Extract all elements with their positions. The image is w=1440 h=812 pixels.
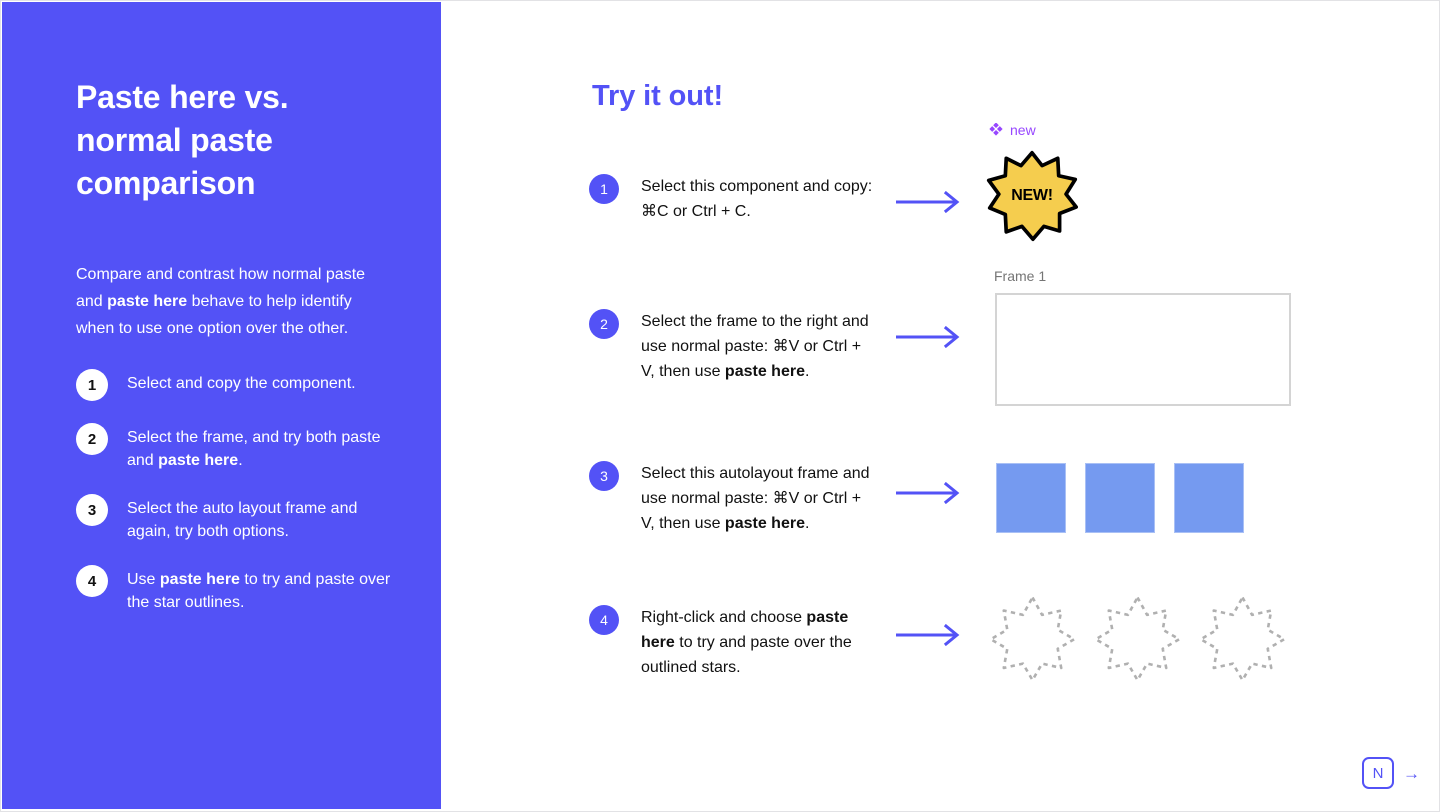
arrow-right-icon xyxy=(896,482,960,504)
task-number-badge: 2 xyxy=(589,309,619,339)
task-number-badge: 3 xyxy=(589,461,619,491)
next-slide-hint[interactable]: N → xyxy=(1362,757,1420,789)
task-text: Select this autolayout frame and use nor… xyxy=(641,461,876,536)
frame-label[interactable]: Frame 1 xyxy=(994,268,1047,284)
main-panel: Try it out! 1 Select this component and … xyxy=(441,2,1438,809)
page-title: Paste here vs. normal paste comparison xyxy=(76,79,289,201)
task-text: Right-click and choose paste here to try… xyxy=(641,605,876,680)
sidebar-description-part2: behave to help identify when to use one … xyxy=(76,293,352,337)
step-number-badge: 1 xyxy=(76,369,108,401)
task-row-3: 3 Select this autolayout frame and use n… xyxy=(589,461,876,536)
key-n-button[interactable]: N xyxy=(1362,757,1394,789)
autolayout-frame[interactable] xyxy=(996,463,1244,533)
step-number-badge: 4 xyxy=(76,565,108,597)
step-number-badge: 2 xyxy=(76,423,108,455)
task-number-badge: 4 xyxy=(589,605,619,635)
sidebar-step-text: Select the frame, and try both paste and… xyxy=(127,422,396,472)
task-text-bold: paste here xyxy=(724,515,805,532)
empty-frame[interactable] xyxy=(995,293,1291,406)
step-text-before: Use xyxy=(127,571,160,588)
step-text-before: Select the auto layout frame and again, … xyxy=(127,500,358,540)
task-text-before: Right-click and choose xyxy=(641,609,807,626)
step-text-after: . xyxy=(238,452,243,469)
step-text-after: to try and paste over the star outlines. xyxy=(127,571,391,611)
sidebar-step-3: 3 Select the auto layout frame and again… xyxy=(76,493,396,543)
task-text-after: . xyxy=(804,515,810,532)
sidebar-step-1: 1 Select and copy the component. xyxy=(76,368,396,401)
task-row-2: 2 Select the frame to the right and use … xyxy=(589,309,876,384)
sidebar-description-part1: Compare and contrast how normal paste an… xyxy=(76,266,366,310)
dashed-star-icon[interactable] xyxy=(989,594,1076,681)
dashed-star-icon[interactable] xyxy=(1094,594,1181,681)
arrow-right-icon xyxy=(896,326,960,348)
arrow-right-icon xyxy=(896,191,960,213)
sidebar-step-text: Select the auto layout frame and again, … xyxy=(127,493,396,543)
task-text-after: . xyxy=(804,363,810,380)
autolayout-square[interactable] xyxy=(1174,463,1244,533)
task-row-1: 1 Select this component and copy: ⌘C or … xyxy=(589,174,876,224)
step-text-before: Select and copy the component. xyxy=(127,375,356,392)
component-diamond-icon xyxy=(989,123,1003,136)
step-text-bold: paste here xyxy=(158,452,239,469)
task-text-after: to try and paste over the outlined stars… xyxy=(641,634,852,676)
component-label-text: new xyxy=(1010,122,1036,138)
sidebar-step-text: Select and copy the component. xyxy=(127,368,356,395)
step-text-bold: paste here xyxy=(159,571,240,588)
task-text-before: Select the frame to the right and use no… xyxy=(641,313,869,380)
task-text-bold: paste here xyxy=(641,609,849,651)
dashed-star-icon[interactable] xyxy=(1199,594,1286,681)
sidebar-step-list: 1 Select and copy the component. 2 Selec… xyxy=(76,368,396,614)
step-text-before: Select the frame, and try both paste and xyxy=(127,429,381,469)
sidebar-step-2: 2 Select the frame, and try both paste a… xyxy=(76,422,396,472)
task-text: Select this component and copy: ⌘C or Ct… xyxy=(641,174,876,224)
sidebar-step-text: Use paste here to try and paste over the… xyxy=(127,564,396,614)
task-row-4: 4 Right-click and choose paste here to t… xyxy=(589,605,876,680)
autolayout-square[interactable] xyxy=(1085,463,1155,533)
arrow-right-icon xyxy=(896,624,960,646)
autolayout-square[interactable] xyxy=(996,463,1066,533)
sidebar: Paste here vs. normal paste comparison C… xyxy=(2,2,441,809)
star-outline-row xyxy=(989,594,1286,681)
task-text-bold: paste here xyxy=(724,363,805,380)
step-number-badge: 3 xyxy=(76,494,108,526)
component-label[interactable]: new xyxy=(989,122,1036,138)
sidebar-description-bold: paste here xyxy=(107,293,188,310)
sidebar-step-4: 4 Use paste here to try and paste over t… xyxy=(76,564,396,614)
task-text: Select the frame to the right and use no… xyxy=(641,309,876,384)
task-text-before: Select this autolayout frame and use nor… xyxy=(641,465,870,532)
arrow-right-icon[interactable]: → xyxy=(1403,763,1420,783)
new-badge-component[interactable]: NEW! xyxy=(986,150,1078,242)
sidebar-description: Compare and contrast how normal paste an… xyxy=(76,261,376,342)
main-title: Try it out! xyxy=(592,80,724,112)
task-number-badge: 1 xyxy=(589,174,619,204)
starburst-icon xyxy=(986,150,1078,242)
task-text-before: Select this component and copy: ⌘C or Ct… xyxy=(641,178,873,220)
